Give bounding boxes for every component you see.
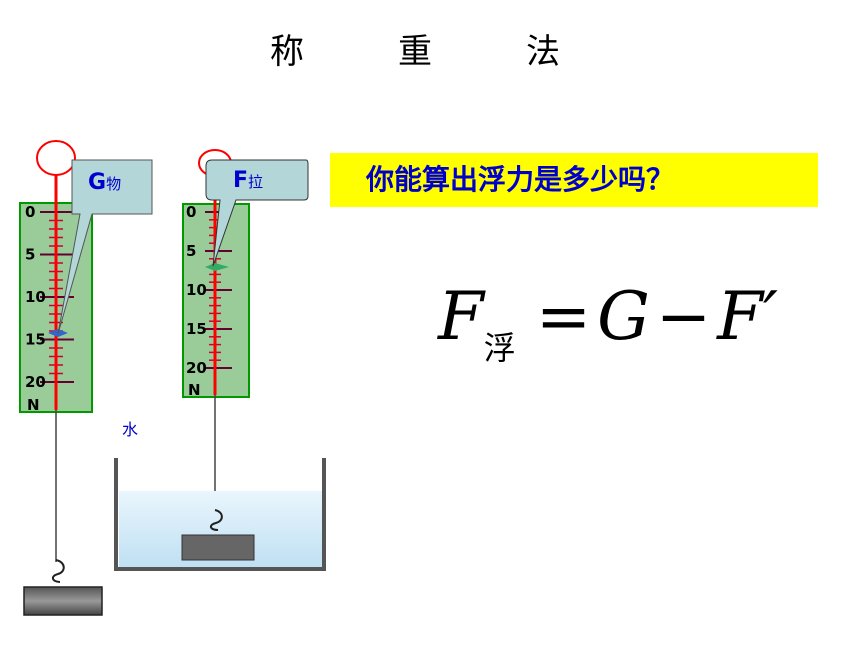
right-callout-label: F拉 [233, 168, 263, 193]
question-banner: 你能算出浮力是多少吗？ [330, 153, 818, 207]
right-hook-icon [210, 509, 223, 531]
buoyancy-formula: F浮 =G−F′ [438, 278, 778, 369]
left-hook-icon [52, 559, 65, 583]
tick-label: 5 [186, 242, 196, 260]
right-pointer [205, 263, 229, 271]
left-weight-block [23, 586, 103, 616]
f-symbol: F [233, 168, 249, 193]
beaker-walls [114, 458, 326, 571]
submerged-weight-block [181, 534, 255, 561]
tick-label: 20 [186, 359, 207, 377]
right-unit-label: N [188, 381, 201, 399]
left-unit-label: N [27, 396, 40, 414]
left-spring-scale: 0 5 10 15 20 N [19, 140, 153, 616]
left-hanging-ring [36, 140, 76, 176]
f-subscript: 拉 [248, 173, 264, 191]
formula-G: G [597, 278, 650, 355]
right-scale-labels: 0 5 10 15 20 [186, 203, 207, 377]
left-scale-labels: 0 5 10 15 20 [25, 203, 46, 391]
tick-label: 15 [186, 320, 207, 338]
tick-label: 5 [25, 246, 35, 264]
tick-label: 0 [25, 203, 35, 221]
left-callout-bubble [57, 159, 153, 335]
water-beaker [114, 458, 326, 571]
formula-F-prime: F′ [717, 278, 778, 355]
formula-minus: − [655, 278, 712, 355]
formula-F: F [438, 278, 484, 355]
g-symbol: G [88, 170, 107, 195]
tick-label: 10 [186, 281, 207, 299]
water-label: 水 [122, 420, 139, 439]
right-callout-bubble [205, 159, 309, 267]
tick-label: 10 [25, 288, 46, 306]
tick-label: 20 [25, 373, 46, 391]
tick-label: 0 [186, 203, 196, 221]
formula-equals: = [535, 278, 592, 355]
formula-subscript: 浮 [483, 329, 516, 367]
page-title: 称 重 法 [270, 32, 590, 72]
left-callout-label: G物 [88, 170, 121, 195]
right-spring-scale: 0 5 10 15 20 N [182, 149, 309, 512]
g-subscript: 物 [106, 175, 122, 193]
tick-label: 15 [25, 331, 46, 349]
